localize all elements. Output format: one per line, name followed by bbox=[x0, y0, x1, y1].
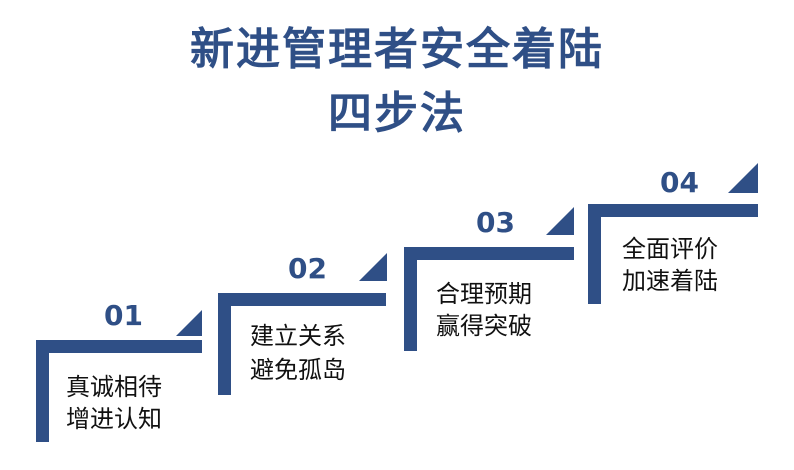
step-3-number: 03 bbox=[476, 206, 515, 239]
step-1-top-bar bbox=[36, 340, 202, 353]
step-2-left-bar bbox=[218, 293, 231, 395]
step-1-left-bar bbox=[36, 340, 49, 442]
step-2-text-line-1: 建立关系 bbox=[250, 322, 346, 350]
title-line-1: 新进管理者安全着陆 bbox=[190, 24, 604, 75]
step-2-text-line-2: 避免孤岛 bbox=[250, 356, 346, 384]
step-2-number: 02 bbox=[288, 252, 327, 285]
step-4-text-line-1: 全面评价 bbox=[622, 235, 718, 263]
step-4-number: 04 bbox=[660, 166, 699, 199]
title-line-2: 四步法 bbox=[328, 88, 466, 139]
step-3-top-bar bbox=[404, 247, 574, 260]
step-4-text-line-2: 加速着陆 bbox=[622, 267, 718, 295]
step-3-text-line-1: 合理预期 bbox=[436, 280, 532, 308]
step-1-corner-triangle bbox=[176, 310, 202, 336]
step-4-top-bar bbox=[588, 204, 758, 217]
step-3-left-bar bbox=[404, 247, 417, 351]
step-1-text-line-1: 真诚相待 bbox=[66, 373, 162, 401]
step-1-text-line-2: 增进认知 bbox=[66, 405, 162, 433]
step-2-top-bar bbox=[218, 293, 386, 306]
step-3-corner-triangle bbox=[546, 207, 574, 235]
step-1-number: 01 bbox=[104, 299, 143, 332]
step-4-left-bar bbox=[588, 204, 601, 304]
step-2-corner-triangle bbox=[359, 253, 387, 281]
step-3-text-line-2: 赢得突破 bbox=[436, 312, 532, 340]
step-4-corner-triangle bbox=[728, 163, 758, 193]
